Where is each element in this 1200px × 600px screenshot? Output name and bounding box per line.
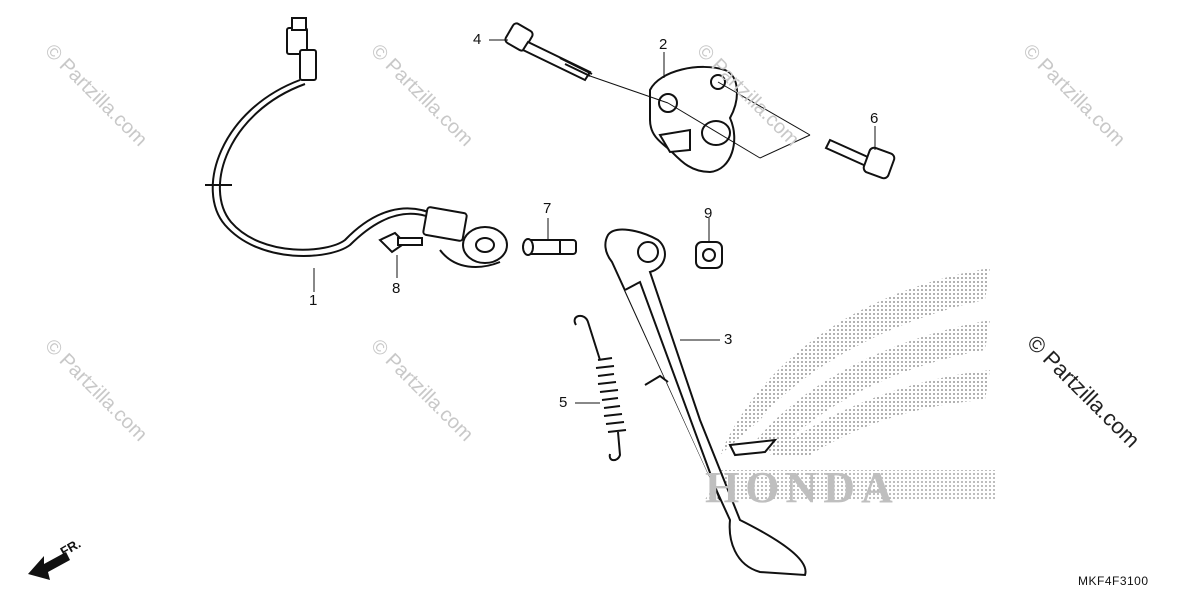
bracket-2 <box>649 66 738 174</box>
nut-9 <box>695 241 723 269</box>
honda-brand-text: HONDA <box>705 463 899 512</box>
leader-lines <box>313 39 876 404</box>
callout-7: 7 <box>543 200 552 217</box>
bolt-8 <box>378 231 423 254</box>
callout-3: 3 <box>724 331 733 348</box>
side-stand-3 <box>604 228 807 577</box>
honda-wing-logo <box>705 268 995 500</box>
callout-8: 8 <box>392 280 401 297</box>
front-direction-arrow <box>28 552 70 580</box>
callout-2: 2 <box>659 36 668 53</box>
side-stand-switch-harness <box>205 17 508 268</box>
callout-9: 9 <box>704 205 713 222</box>
callout-5: 5 <box>559 394 568 411</box>
bolt-6 <box>824 138 896 180</box>
callout-1: 1 <box>309 292 318 309</box>
pin-7 <box>522 238 577 256</box>
diagram-code: MKF4F3100 <box>1078 574 1149 588</box>
bolt-4 <box>504 22 593 82</box>
callout-4: 4 <box>473 31 482 48</box>
callout-6: 6 <box>870 110 879 127</box>
spring-5 <box>573 314 627 462</box>
